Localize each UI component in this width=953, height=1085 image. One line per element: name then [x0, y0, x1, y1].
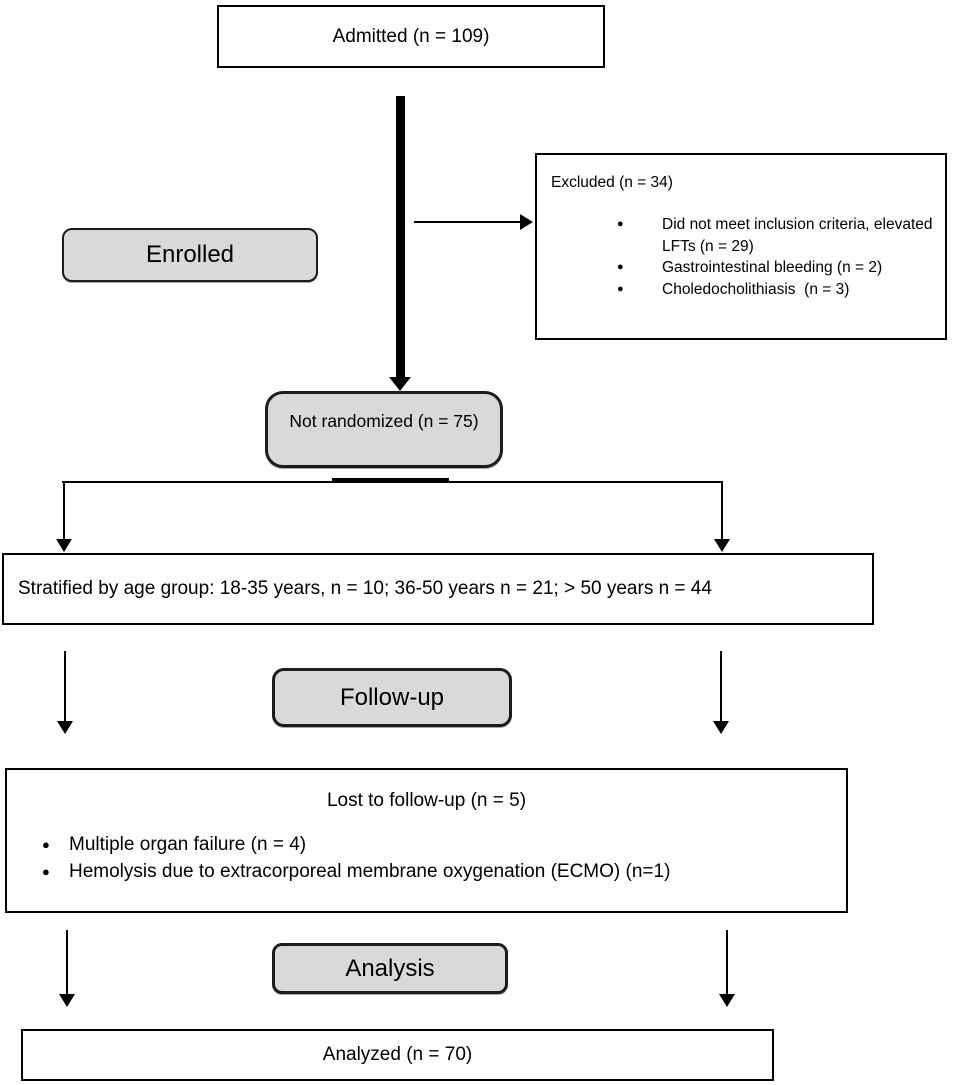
stratified-label: Stratified by age group: 18-35 years, n … [18, 578, 712, 599]
followup-right-line [720, 651, 722, 721]
followup-right-arrowhead-icon [713, 721, 729, 734]
excluded-reason-item: ● Did not meet inclusion criteria, eleva… [617, 214, 933, 257]
lost-reason-list: ● Multiple organ failure (n = 4) ● Hemol… [17, 831, 836, 885]
followup-left-line [64, 651, 66, 721]
analysis-left-line [66, 930, 68, 994]
branch-right-line [721, 481, 723, 539]
excluded-branch-arrowhead-icon [520, 214, 533, 230]
stratified-box: Stratified by age group: 18-35 years, n … [2, 553, 874, 625]
excluded-branch-line [414, 221, 521, 223]
admitted-to-notrandomized-arrowhead-icon [389, 377, 411, 391]
follow-up-stage-box: Follow-up [272, 668, 512, 727]
analyzed-box: Analyzed (n = 70) [21, 1029, 774, 1081]
not-randomized-box: Not randomized (n = 75) [265, 391, 503, 468]
analysis-right-line [726, 930, 728, 994]
excluded-reason-text: Choledocholithiasis (n = 3) [662, 280, 850, 298]
analysis-left-arrowhead-icon [59, 994, 75, 1007]
lost-reason-text: Multiple organ failure (n = 4) [69, 834, 307, 855]
branch-left-line [63, 481, 65, 539]
analysis-label: Analysis [345, 954, 435, 982]
bullet-icon: ● [617, 282, 624, 295]
not-randomized-label: Not randomized (n = 75) [289, 411, 479, 431]
lost-reason-item: ● Hemolysis due to extracorporeal membra… [42, 858, 836, 885]
analysis-right-arrowhead-icon [719, 994, 735, 1007]
branch-connector-stub [332, 478, 449, 483]
branch-right-arrowhead-icon [714, 539, 730, 552]
excluded-reason-item: ● Gastrointestinal bleeding (n = 2) [617, 257, 933, 278]
bullet-icon: ● [42, 864, 50, 879]
excluded-box: Excluded (n = 34) ● Did not meet inclusi… [535, 153, 947, 340]
admitted-label: Admitted (n = 109) [332, 25, 490, 47]
follow-up-label: Follow-up [339, 683, 445, 711]
excluded-reason-list: ● Did not meet inclusion criteria, eleva… [551, 214, 933, 300]
lost-reason-text: Hemolysis due to extracorporeal membrane… [69, 861, 671, 882]
branch-left-arrowhead-icon [56, 539, 72, 552]
analysis-stage-box: Analysis [272, 943, 508, 994]
excluded-reason-text: Did not meet inclusion criteria, elevate… [662, 216, 937, 255]
excluded-title: Excluded (n = 34) [551, 174, 673, 191]
bullet-icon: ● [42, 837, 50, 852]
lost-to-follow-up-box: Lost to follow-up (n = 5) ● Multiple org… [5, 768, 848, 913]
admitted-box: Admitted (n = 109) [217, 5, 605, 68]
admitted-to-notrandomized-line [396, 96, 405, 378]
bullet-icon: ● [617, 218, 624, 231]
excluded-reason-text: Gastrointestinal bleeding (n = 2) [662, 259, 883, 277]
enrolled-label: Enrolled [145, 241, 235, 268]
enrolled-stage-box: Enrolled [62, 228, 318, 282]
followup-left-arrowhead-icon [57, 721, 73, 734]
lost-reason-item: ● Multiple organ failure (n = 4) [42, 831, 836, 858]
analyzed-label: Analyzed (n = 70) [322, 1044, 473, 1065]
excluded-reason-item: ● Choledocholithiasis (n = 3) [617, 279, 933, 300]
bullet-icon: ● [617, 261, 624, 274]
lost-to-follow-up-title: Lost to follow-up (n = 5) [326, 790, 527, 811]
